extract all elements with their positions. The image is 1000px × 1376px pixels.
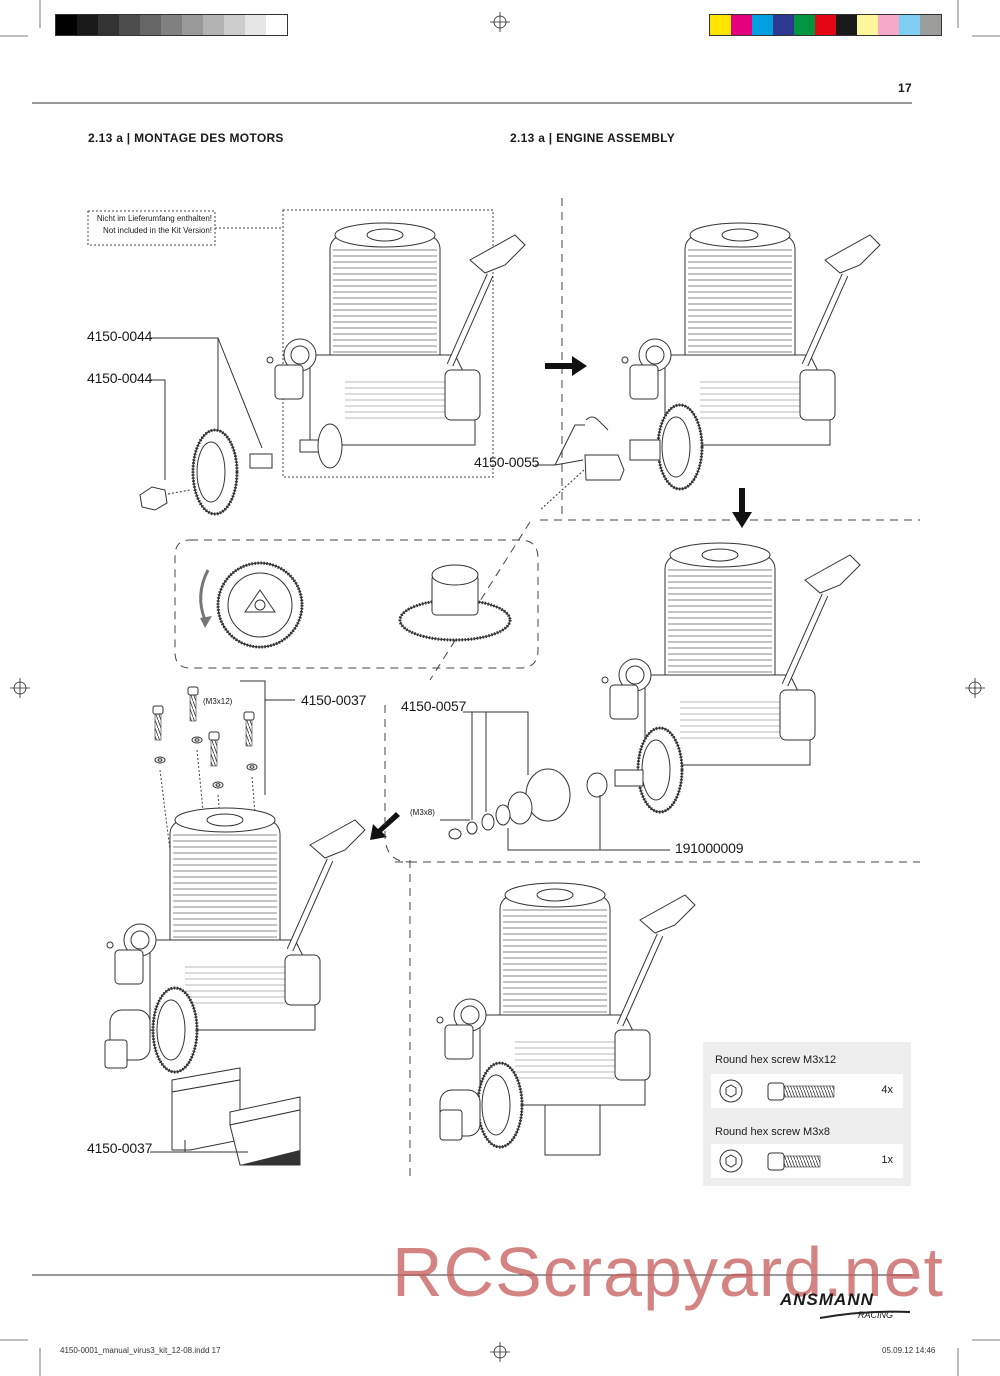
gray-swatch xyxy=(182,15,203,35)
part-label-4150-0044-b: 4150-0044 xyxy=(87,370,153,386)
color-swatch xyxy=(878,15,899,35)
hex-screw-short-icon xyxy=(719,1149,821,1173)
color-swatch xyxy=(752,15,773,35)
watermark-text: RCScrapyard.net xyxy=(392,1233,944,1311)
screw-label-m3x12: (M3x12) xyxy=(203,697,233,706)
color-swatch xyxy=(836,15,857,35)
note-line-de: Nicht im Lieferumfang enthalten! xyxy=(96,214,212,223)
color-swatch xyxy=(857,15,878,35)
color-swatch xyxy=(710,15,731,35)
legend-title-m3x8: Round hex screw M3x8 xyxy=(715,1126,830,1138)
brand-name: ANSMANN xyxy=(780,1290,874,1309)
color-swatch xyxy=(920,15,941,35)
legend-qty-m3x8: 1x xyxy=(881,1154,893,1166)
ansmann-racing-logo: ANSMANN RACING xyxy=(780,1290,911,1330)
gray-swatch xyxy=(203,15,224,35)
part-label-4150-0037-top: 4150-0037 xyxy=(301,692,367,708)
color-swatch xyxy=(815,15,836,35)
not-included-note: Nicht im Lieferumfang enthalten! Not inc… xyxy=(90,213,212,237)
gray-swatch xyxy=(266,15,287,35)
section-title-en: 2.13 a | ENGINE ASSEMBLY xyxy=(510,131,676,145)
hex-screw-icon xyxy=(719,1079,835,1103)
gray-swatch xyxy=(119,15,140,35)
gray-swatch xyxy=(245,15,266,35)
footer-date: 05.09.12 14:46 xyxy=(882,1346,936,1355)
color-swatch xyxy=(731,15,752,35)
page-number: 17 xyxy=(898,81,912,95)
screw-label-m3x8: (M3x8) xyxy=(410,808,435,817)
part-label-4150-0057: 4150-0057 xyxy=(401,698,467,714)
brand-sub: RACING xyxy=(858,1310,894,1320)
footer-file-name: 4150-0001_manual_virus3_kit_12-08.indd 1… xyxy=(60,1346,221,1355)
gray-swatch xyxy=(77,15,98,35)
color-swatch xyxy=(773,15,794,35)
legend-title-m3x12: Round hex screw M3x12 xyxy=(715,1054,837,1066)
color-swatch xyxy=(899,15,920,35)
section-title-de: 2.13 a | MONTAGE DES MOTORS xyxy=(88,131,284,145)
gray-swatch xyxy=(98,15,119,35)
gray-scale-bar xyxy=(55,14,288,36)
note-line-en: Not included in the Kit Version! xyxy=(103,226,212,235)
hardware-legend: Round hex screw M3x12 4x Round hex screw… xyxy=(703,1042,911,1186)
gray-swatch xyxy=(161,15,182,35)
gray-swatch xyxy=(224,15,245,35)
gray-swatch xyxy=(140,15,161,35)
legend-swatch-m3x8: 1x xyxy=(711,1144,903,1178)
part-label-4150-0044-a: 4150-0044 xyxy=(87,328,153,344)
legend-qty-m3x12: 4x xyxy=(881,1084,893,1096)
color-swatch xyxy=(794,15,815,35)
part-label-191000009: 191000009 xyxy=(675,840,744,856)
legend-swatch-m3x12: 4x xyxy=(711,1074,903,1108)
color-bar xyxy=(709,14,942,36)
part-label-4150-0055: 4150-0055 xyxy=(474,454,540,470)
gray-swatch xyxy=(56,15,77,35)
part-label-4150-0037-bottom: 4150-0037 xyxy=(87,1140,153,1156)
brand-swoosh-icon xyxy=(819,1310,911,1319)
